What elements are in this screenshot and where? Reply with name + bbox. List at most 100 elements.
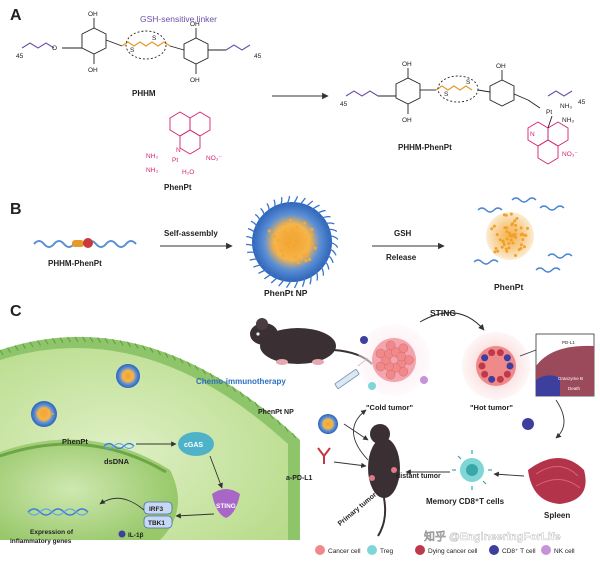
gsh-label: GSH: [394, 229, 412, 238]
phhm-label: PHHM: [132, 89, 156, 98]
sting-label: STING: [216, 503, 236, 510]
memory-cells-label: Memory CD8⁺T cells: [426, 497, 505, 506]
expression-label-1: Expression of: [30, 529, 74, 536]
phhm-phenpt-atom-labels: 45 OH OH S S OH 45 Pt NH₃ NH₃ N NO₃⁻: [340, 61, 586, 158]
phhm-phenpt-structure: [346, 68, 572, 114]
panel-c-label: C: [10, 303, 22, 320]
mouse-bottom: [368, 424, 400, 536]
expression-label-2: inflammatory genes: [10, 538, 72, 545]
svg-text:NH₃: NH₃: [146, 153, 158, 160]
pdl1-antibody: [318, 448, 330, 464]
cell-legend: Cancer cell Treg Dying cancer cell CD8⁺ T c…: [315, 545, 575, 555]
svg-text:NO₃⁻: NO₃⁻: [562, 151, 578, 158]
legend-label: NK cell: [554, 548, 575, 555]
svg-text:Pt: Pt: [172, 157, 178, 164]
legend-label: Treg: [380, 548, 394, 555]
phenpt-label-b: PhenPt: [494, 282, 523, 292]
legend-item: CD8⁺ T cell: [489, 545, 536, 555]
phenpt-np-label: PhenPt NP: [264, 288, 308, 298]
legend-item: Cancer cell: [315, 545, 361, 555]
legend-label: CD8⁺ T cell: [502, 548, 536, 555]
svg-text:S: S: [444, 91, 449, 98]
svg-text:S: S: [152, 35, 157, 42]
np-entering-cell: [116, 364, 140, 388]
svg-text:OH: OH: [402, 61, 412, 68]
svg-text:OH: OH: [402, 117, 412, 124]
panel-b-label: B: [10, 201, 22, 218]
svg-text:OH: OH: [190, 77, 200, 84]
death-label: Death: [568, 386, 581, 391]
self-assembly-label: Self-assembly: [164, 229, 218, 238]
tbk1-label: TBK1: [148, 520, 165, 527]
legend-swatch: [315, 545, 325, 555]
memory-t-cell: [452, 450, 492, 490]
il1b-label: IL-1β: [128, 532, 144, 539]
cd8-cell-migrating: [522, 418, 534, 430]
release-label: Release: [386, 253, 417, 262]
primary-tumor-label: Primary tumor: [337, 491, 378, 527]
phhm-atom-labels: 45 O OH OH S S OH OH 45: [16, 11, 262, 84]
cgas-label: cGAS: [184, 442, 203, 449]
polymer-chain-right: [86, 241, 136, 247]
legend-swatch: [367, 545, 377, 555]
legend-item: Dying cancer cell: [415, 545, 478, 555]
irf3-label: IRF3: [149, 506, 163, 513]
legend-label: Dying cancer cell: [428, 548, 478, 555]
svg-text:45: 45: [340, 101, 348, 108]
hot-tumor-label: "Hot tumor": [470, 403, 513, 412]
cold-tumor: [358, 324, 430, 396]
svg-text:O: O: [52, 45, 57, 52]
sting-top-label: STING: [430, 308, 456, 318]
spleen-label: Spleen: [544, 511, 570, 520]
pdl1-antibody-label: a-PD-L1: [286, 475, 313, 482]
np-in-cell: [31, 401, 57, 427]
legend-item: NK cell: [541, 545, 575, 555]
mouse-top: [250, 318, 372, 365]
svg-text:OH: OH: [496, 63, 506, 70]
hot-tumor: [462, 332, 530, 400]
released-phenpt-cluster: [474, 198, 572, 272]
distant-tumor-label: distant tumor: [396, 473, 441, 480]
phenpt-np-small: [318, 414, 338, 434]
cell-phenpt-label: PhenPt: [62, 437, 88, 446]
linker-segment: [72, 240, 84, 247]
gsh-linker-label: GSH-sensitive linker: [140, 14, 217, 24]
legend-swatch: [415, 545, 425, 555]
pdl1-label: PD-L1: [562, 340, 575, 345]
svg-text:S: S: [130, 47, 135, 54]
svg-text:OH: OH: [88, 11, 98, 18]
polymer-label: PHHM-PhenPt: [48, 259, 102, 268]
polymer-chain-left: [34, 241, 74, 247]
svg-text:N: N: [530, 131, 535, 138]
watermark: 知乎 @EngineeringForLife: [423, 529, 561, 543]
svg-text:Pt: Pt: [546, 109, 552, 116]
svg-text:45: 45: [254, 53, 262, 60]
svg-text:NH₃: NH₃: [562, 117, 574, 124]
phenpt-label-a: PhenPt: [164, 183, 192, 192]
svg-text:45: 45: [16, 53, 24, 60]
svg-text:45: 45: [578, 99, 586, 106]
legend-swatch: [541, 545, 551, 555]
cold-tumor-label: "Cold tumor": [366, 403, 414, 412]
svg-text:NO₃⁻: NO₃⁻: [206, 155, 222, 162]
killing-inset: [520, 334, 594, 396]
phenpt-nanoparticle: [246, 196, 338, 288]
legend-item: Treg: [367, 545, 394, 555]
svg-text:OH: OH: [88, 67, 98, 74]
svg-text:N: N: [176, 147, 181, 154]
svg-text:S: S: [466, 79, 471, 86]
phenpt-np-label-c: PhenPt NP: [258, 409, 294, 416]
phenpt-atom-labels: N Pt NH₃ NH₃ H₂O NO₃⁻: [146, 147, 222, 176]
svg-text:NH₃: NH₃: [560, 103, 572, 110]
chemo-immunotherapy-label: Chemo-immunotherapy: [196, 377, 286, 386]
phhm-phenpt-label: PHHM-PhenPt: [398, 143, 452, 152]
legend-label: Cancer cell: [328, 548, 361, 555]
phenpt-bead: [83, 238, 93, 248]
svg-text:NH₃: NH₃: [146, 167, 158, 174]
panel-a-label: A: [10, 7, 22, 24]
svg-text:H₂O: H₂O: [182, 169, 194, 176]
spleen: [528, 458, 586, 504]
granzyme-label: Granzyme B: [558, 376, 583, 381]
